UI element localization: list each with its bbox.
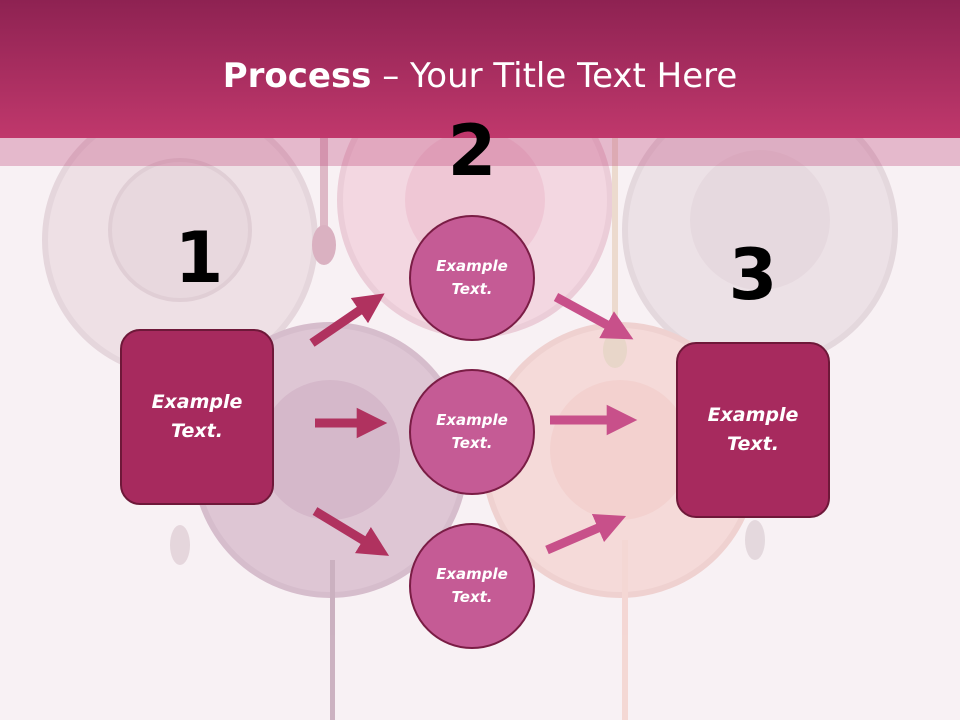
arrow-left-down [312,507,390,556]
left-box-text: Example Text. [151,391,243,442]
step-number-1: 1 [174,217,224,299]
left-box: Example Text. [120,329,274,505]
circle-middle-text: Example Text. [436,411,508,452]
title-bold: Process [222,56,372,96]
header-band [0,138,960,166]
arrow-left-up [309,293,385,347]
circle-top-text: Example Text. [436,257,508,298]
step-number-3: 3 [728,234,778,316]
title-rest: – Your Title Text Here [371,56,738,96]
right-box: Example Text. [676,342,830,518]
arrow-right-up [553,293,634,340]
circle-middle: Example Text. [409,369,535,495]
slide-title: Process – Your Title Text Here [0,54,960,98]
circle-top: Example Text. [409,215,535,341]
header-bar [0,0,960,138]
circle-bottom: Example Text. [409,523,535,649]
circle-bottom-text: Example Text. [436,565,508,606]
arrow-right-down [545,514,627,555]
step-number-2: 2 [447,110,497,192]
right-box-text: Example Text. [707,404,799,455]
